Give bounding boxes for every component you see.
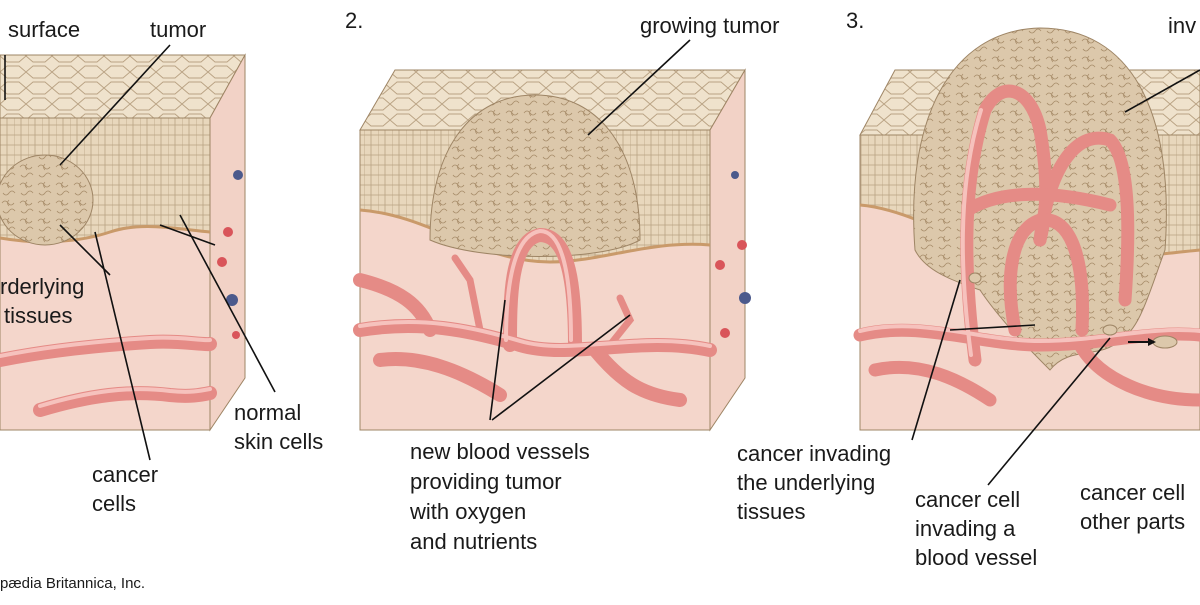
cancer-invading-label-line2: the underlying	[737, 470, 875, 495]
growing-tumor	[429, 94, 641, 257]
panel-1: surface tumor rderlying tissues normal s…	[0, 17, 323, 516]
growing-tumor-label: growing tumor	[640, 13, 779, 38]
panel-2-side-face	[709, 68, 746, 432]
panel-2-number: 2.	[345, 8, 363, 33]
panel-1-skin-top	[0, 54, 246, 119]
cancer-invading-label-line3: tissues	[737, 499, 805, 524]
panel-3: 3. inv cancer invading the underlying ti…	[737, 8, 1200, 570]
normal-skin-cells-label-line1: normal	[234, 400, 301, 425]
cancer-cell-vessel-label-line1: cancer cell	[915, 487, 1020, 512]
cancer-cell-vessel-label-line2: invading a	[915, 516, 1016, 541]
panel-3-number: 3.	[846, 8, 864, 33]
invasive-label: inv	[1168, 13, 1196, 38]
cancer-cell-spread-label-line1: cancer cell	[1080, 480, 1185, 505]
cancer-invading-label-line1: cancer invading	[737, 441, 891, 466]
underlying-tissues-label-line1: rderlying	[0, 274, 84, 299]
new-vessels-label-line3: with oxygen	[409, 499, 526, 524]
cancer-cell-vessel-label-line3: blood vessel	[915, 545, 1037, 570]
panel-1-small-tumor	[0, 154, 94, 246]
credit-text: pædia Britannica, Inc.	[0, 575, 145, 592]
normal-skin-cells-label-line2: skin cells	[234, 429, 323, 454]
new-vessels-label-line4: and nutrients	[410, 529, 537, 554]
surface-label: surface	[8, 17, 80, 42]
new-vessels-label-line1: new blood vessels	[410, 439, 590, 464]
underlying-tissues-label-line2: tissues	[4, 303, 72, 328]
cancer-cells-label-line2: cells	[92, 491, 136, 516]
panel-2: 2. growing tumor new blood vessels provi…	[345, 8, 779, 554]
cancer-cell-spread-label-line2: other parts	[1080, 509, 1185, 534]
tumor-label: tumor	[150, 17, 206, 42]
cancer-cells-label-line1: cancer	[92, 462, 158, 487]
panel-1-side-face	[209, 53, 246, 432]
new-vessels-label-line2: providing tumor	[410, 469, 562, 494]
